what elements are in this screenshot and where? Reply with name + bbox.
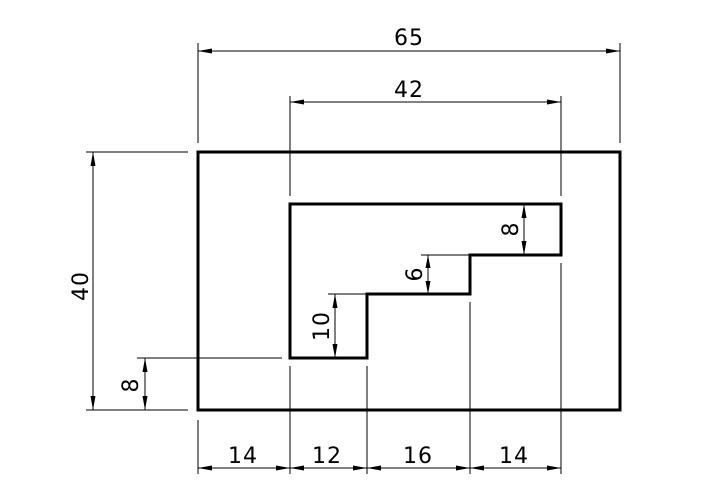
dimension-overall-height: 40 bbox=[69, 151, 188, 411]
segment-2-label: 12 bbox=[312, 444, 342, 469]
inner-stepped-outline bbox=[288, 202, 563, 360]
dimension-step-height-1: 10 bbox=[310, 293, 367, 358]
bottom-offset-label: 8 bbox=[119, 378, 144, 393]
dimension-bottom-chain: 14 12 16 14 bbox=[197, 263, 562, 474]
dimension-overall-width: 65 bbox=[197, 26, 621, 143]
dimension-step-height-2: 6 bbox=[403, 254, 470, 294]
step-height-1-label: 10 bbox=[310, 311, 335, 341]
step-height-2-label: 6 bbox=[403, 267, 428, 282]
outer-rectangle bbox=[196, 150, 622, 412]
dimension-step-height-3: 8 bbox=[499, 204, 527, 255]
dimension-inner-width: 42 bbox=[289, 78, 562, 196]
inner-width-label: 42 bbox=[394, 78, 424, 103]
segment-3-label: 16 bbox=[403, 444, 433, 469]
step-height-3-label: 8 bbox=[499, 222, 524, 237]
segment-1-label: 14 bbox=[228, 444, 258, 469]
overall-width-label: 65 bbox=[394, 26, 424, 51]
segment-4-label: 14 bbox=[499, 444, 529, 469]
overall-height-label: 40 bbox=[69, 271, 94, 301]
dimension-bottom-offset: 8 bbox=[119, 357, 282, 410]
